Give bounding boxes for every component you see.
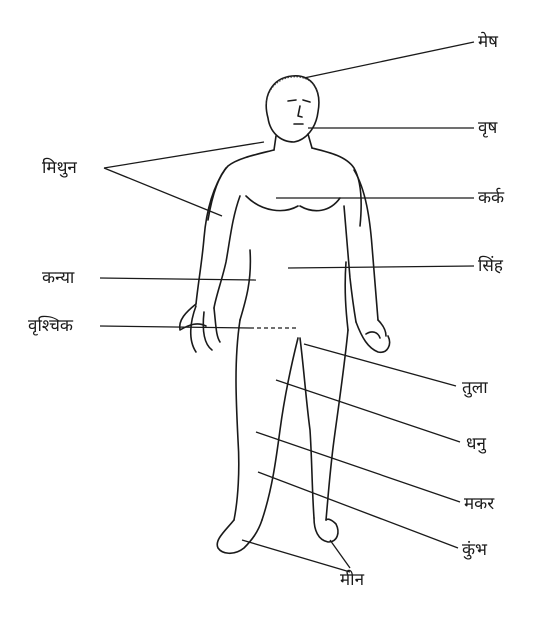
label-vrishchik: वृश्चिक — [28, 318, 73, 335]
label-makar: मकर — [464, 496, 494, 513]
torso-outline — [208, 148, 361, 226]
label-tula: तुला — [462, 380, 488, 397]
leader-mesh — [304, 42, 474, 78]
leader-mithun-upper — [104, 142, 264, 168]
leader-meen-right — [330, 540, 350, 568]
leader-simha — [288, 266, 474, 268]
right-leg — [300, 330, 348, 520]
label-simha: सिंह — [478, 258, 503, 275]
leader-vrishchik — [100, 326, 250, 328]
right-foot — [314, 518, 338, 542]
left-leg — [234, 320, 298, 520]
label-mithun: मिथुन — [42, 160, 77, 177]
label-vrish: वृष — [478, 120, 497, 137]
label-kanya: कन्या — [42, 270, 74, 287]
left-foot — [217, 520, 262, 553]
leader-kumbh — [258, 472, 458, 548]
head-outline — [266, 76, 319, 142]
right-hand — [356, 320, 390, 352]
label-kumbh: कुंभ — [462, 542, 487, 559]
label-mesh: मेष — [478, 34, 498, 51]
face-features — [288, 100, 310, 124]
leader-mithun-lower — [104, 168, 222, 216]
left-arm — [196, 168, 240, 308]
leader-kanya — [100, 278, 256, 280]
label-meen: मीन — [340, 572, 364, 589]
label-kark: कर्क — [478, 190, 504, 207]
leader-dhanu — [276, 380, 460, 442]
leader-tula — [304, 344, 456, 386]
label-dhanu: धनु — [466, 436, 486, 453]
waist-hips — [240, 250, 348, 330]
leader-makar — [256, 432, 460, 502]
